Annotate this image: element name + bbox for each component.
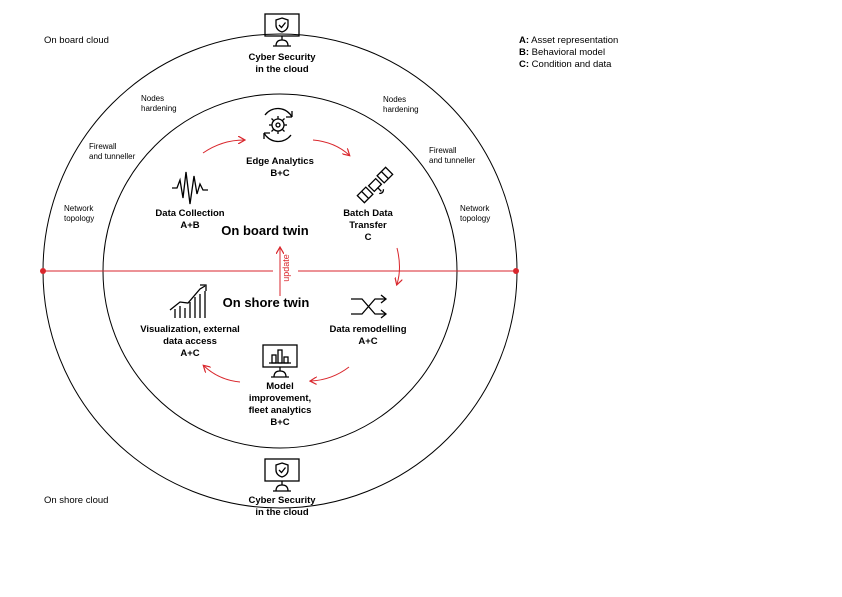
arrow-edge-to-batch [312, 139, 349, 155]
gear-sync-icon [263, 107, 293, 143]
on-shore-cloud-label: On shore cloud [44, 495, 109, 506]
divider-dot-left [40, 268, 46, 274]
arrow-model-to-visual [204, 366, 241, 383]
on-board-cloud-label: On board cloud [44, 35, 109, 46]
on-board-twin-label: On board twin [221, 223, 309, 238]
legend: A: Asset representation B: Behavioral mo… [519, 35, 618, 71]
satellite-icon [356, 166, 394, 204]
waveform-icon [172, 171, 208, 205]
monitor-shield-icon [264, 13, 300, 47]
arrow-collection-to-edge [202, 140, 244, 154]
arrow-remodel-to-model [311, 366, 350, 381]
shuffle-icon [351, 294, 388, 319]
monitor-chart-icon [262, 344, 298, 378]
legend-item-a: A: Asset representation [519, 35, 619, 46]
monitor-shield-icon [264, 458, 300, 492]
on-shore-twin-label: On shore twin [222, 295, 310, 310]
legend-item-b: B: Behavioral model [519, 47, 606, 58]
bar-growth-icon [169, 284, 207, 318]
divider-dot-right [513, 268, 519, 274]
legend-item-c: C: Condition and data [519, 59, 612, 70]
arrow-batch-to-remodel [397, 247, 400, 284]
update-label: update [281, 254, 291, 282]
